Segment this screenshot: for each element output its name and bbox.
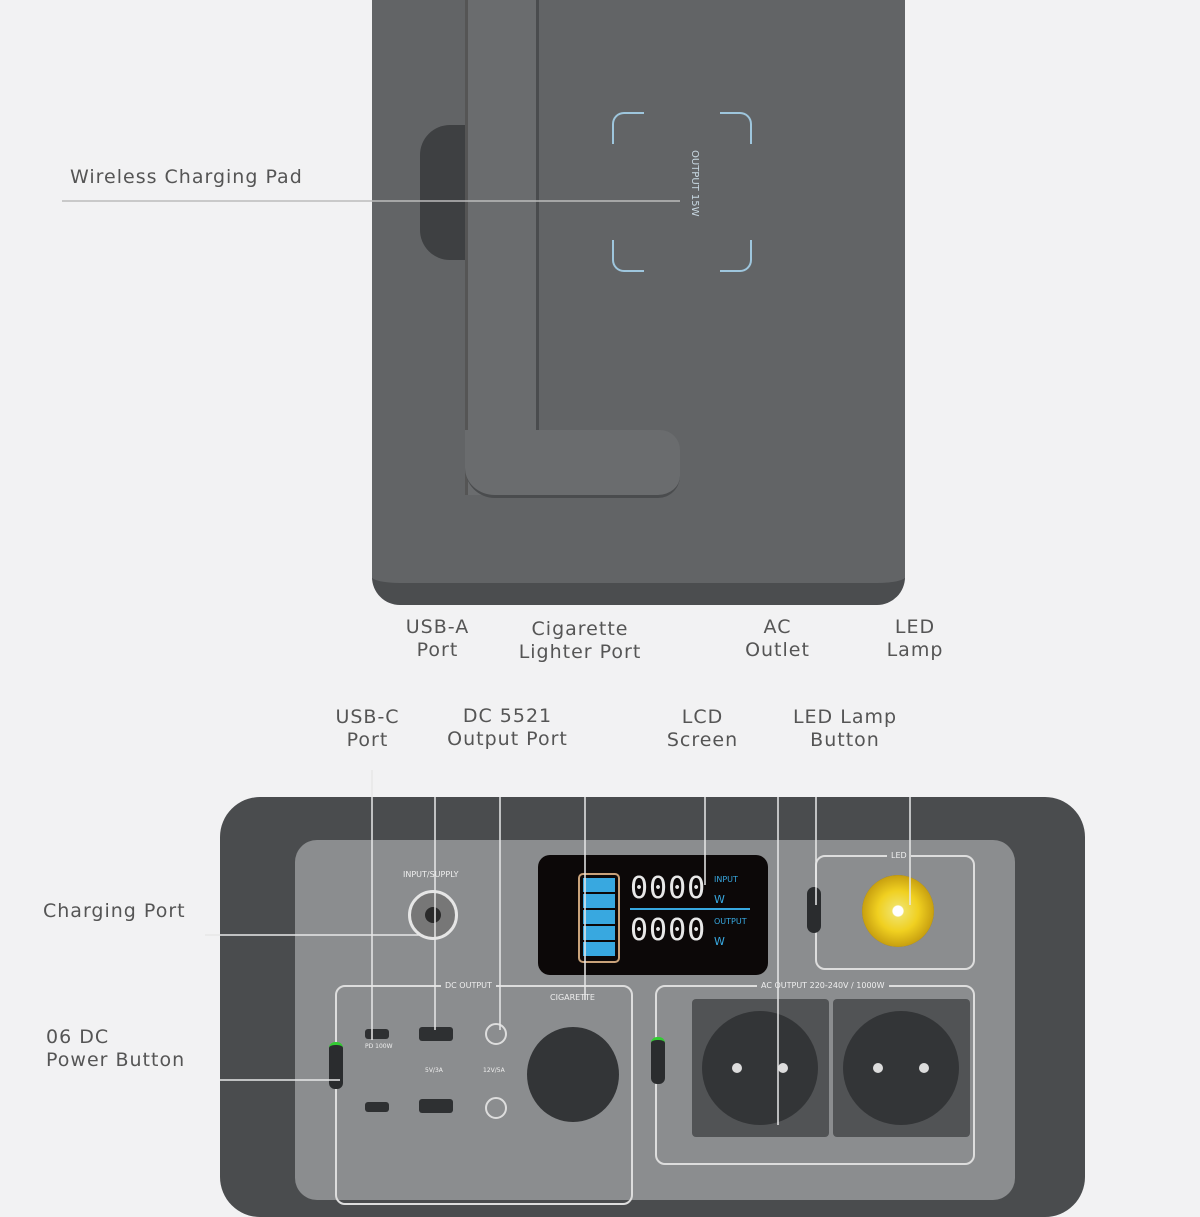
- usb-c-rating: PD 100W: [365, 1043, 393, 1050]
- lcd-output-value: 0000: [630, 913, 707, 948]
- callout-charging-port: Charging Port: [43, 900, 186, 922]
- battery-icon: [578, 873, 620, 963]
- lcd-input-value: 0000: [630, 871, 707, 906]
- led-lamp-button[interactable]: [807, 887, 821, 933]
- led-lamp: [862, 875, 934, 947]
- input-label: INPUT/SUPPLY: [403, 870, 459, 879]
- wireless-charging-pad: [612, 112, 752, 272]
- lcd-unit: W: [714, 893, 725, 906]
- usb-a-port-2[interactable]: [419, 1099, 453, 1113]
- ac-output-label: AC OUTPUT 220-240V / 1000W: [757, 981, 889, 990]
- callout-ac-outlet: AC Outlet: [745, 616, 810, 661]
- handle: [465, 0, 539, 495]
- cigarette-label: CIGARETTE: [550, 993, 595, 1002]
- usb-c-port-1[interactable]: [365, 1029, 389, 1039]
- callout-cigarette: Cigarette Lighter Port: [518, 618, 642, 663]
- callout-wireless-pad: Wireless Charging Pad: [70, 166, 303, 188]
- dc-power-button[interactable]: [329, 1042, 343, 1089]
- callout-led-lamp: LED Lamp: [886, 616, 944, 661]
- ac-outlet-2[interactable]: [833, 999, 970, 1137]
- power-station-top-view: [372, 0, 905, 605]
- ac-output-box: AC OUTPUT 220-240V / 1000W: [651, 981, 975, 1165]
- lcd-unit-2: W: [714, 935, 725, 948]
- lcd-screen: 0000 INPUT W 0000 OUTPUT W: [538, 855, 768, 975]
- cigarette-lighter-port[interactable]: [527, 1027, 619, 1122]
- callout-dc5521: DC 5521 Output Port: [447, 705, 568, 750]
- callout-lcd: LCD Screen: [666, 706, 739, 751]
- callout-usb-a: USB-A Port: [405, 616, 470, 661]
- charging-port[interactable]: [408, 890, 458, 940]
- dc-output-label: DC OUTPUT: [441, 981, 496, 990]
- led-label: LED: [887, 851, 911, 860]
- handle-foot: [465, 430, 680, 498]
- ac-outlet-1[interactable]: [692, 999, 829, 1137]
- lcd-output-label: OUTPUT: [714, 917, 747, 926]
- ac-power-button[interactable]: [651, 1037, 665, 1084]
- dc5521-port-1[interactable]: [485, 1023, 507, 1045]
- usb-a-port-1[interactable]: [419, 1027, 453, 1041]
- dc5521-port-2[interactable]: [485, 1097, 507, 1119]
- led-box: LED: [807, 851, 975, 970]
- callout-usb-c: USB-C Port: [335, 706, 400, 751]
- dc-rating: 12V/5A: [483, 1067, 505, 1074]
- callout-dc-power: 06 DC Power Button: [46, 1026, 186, 1071]
- callout-led-button: LED Lamp Button: [792, 706, 898, 751]
- lcd-input-label: INPUT: [714, 875, 738, 884]
- usb-c-port-2[interactable]: [365, 1102, 389, 1112]
- usb-a-rating: 5V/3A: [425, 1067, 443, 1074]
